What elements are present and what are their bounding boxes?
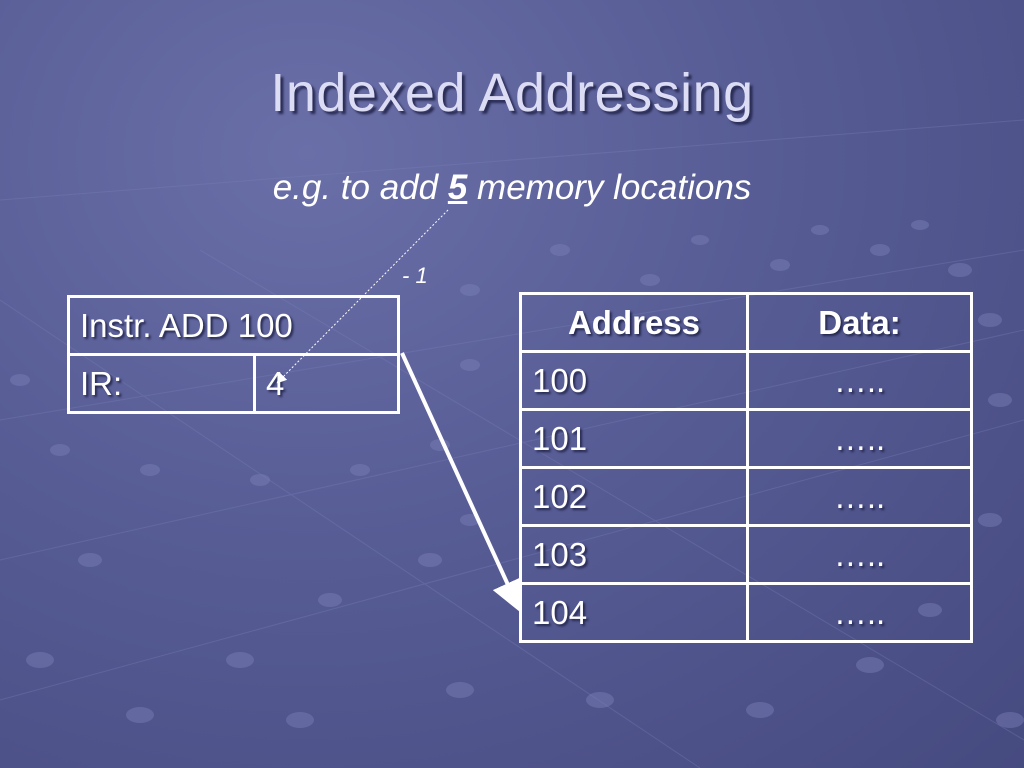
- address-cell: 100: [519, 350, 749, 411]
- instruction-register-table: Instr. ADD 100 IR: 4: [67, 295, 400, 414]
- data-cell: …..: [746, 408, 973, 469]
- subtitle-number: 5: [447, 168, 468, 207]
- memory-table: Address Data: 100 ….. 101 ….. 102 ….. 10…: [519, 292, 973, 643]
- table-row: 103 …..: [519, 524, 973, 585]
- instr-cell: Instr. ADD 100: [67, 295, 400, 356]
- address-cell: 102: [519, 466, 749, 527]
- address-cell: 101: [519, 408, 749, 469]
- ir-value-cell: 4: [253, 353, 400, 414]
- table-row: 104 …..: [519, 582, 973, 643]
- ir-label-cell: IR:: [67, 353, 256, 414]
- memory-header-row: Address Data:: [519, 292, 973, 353]
- slide-title: Indexed Addressing: [270, 63, 754, 123]
- data-header: Data:: [746, 292, 973, 353]
- data-cell: …..: [746, 582, 973, 643]
- address-header: Address: [519, 292, 749, 353]
- instr-row: Instr. ADD 100: [67, 295, 400, 356]
- address-cell: 103: [519, 524, 749, 585]
- data-cell: …..: [746, 350, 973, 411]
- data-cell: …..: [746, 466, 973, 527]
- subtitle-prefix: e.g. to add: [272, 168, 448, 207]
- slide-subtitle: e.g. to add 5 memory locations: [0, 168, 1024, 208]
- table-row: 101 …..: [519, 408, 973, 469]
- address-cell: 104: [519, 582, 749, 643]
- data-cell: …..: [746, 524, 973, 585]
- minus-one-note: - 1: [402, 263, 428, 288]
- table-row: 102 …..: [519, 466, 973, 527]
- ir-row: IR: 4: [67, 353, 400, 414]
- table-row: 100 …..: [519, 350, 973, 411]
- subtitle-suffix: memory locations: [467, 168, 752, 207]
